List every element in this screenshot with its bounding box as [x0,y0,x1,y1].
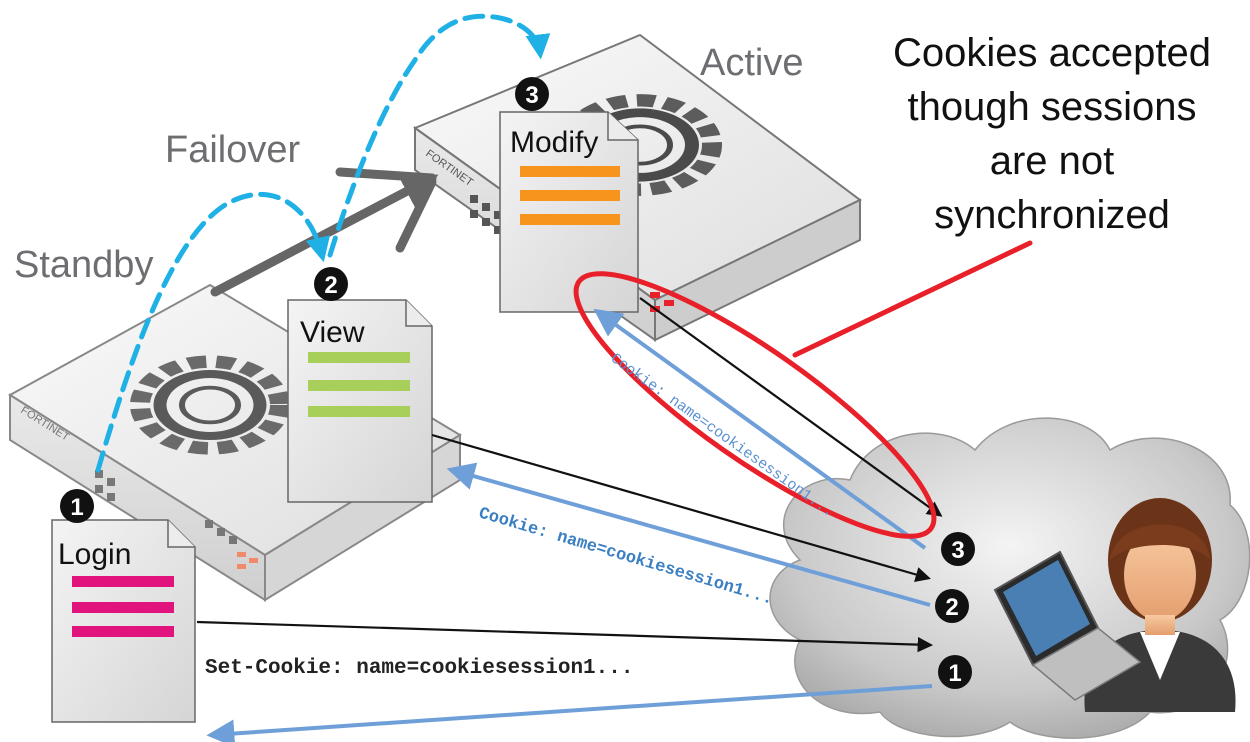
content-line [520,190,620,201]
badge-doc-1: 1 [60,489,94,523]
port-grid [95,470,237,544]
svg-text:Cookies accepted: Cookies accepted [893,31,1211,75]
response-lines [196,297,943,653]
svg-text:2: 2 [324,272,337,299]
svg-text:3: 3 [951,537,964,564]
content-line [308,380,410,391]
svg-text:1: 1 [70,494,83,521]
callout-text: Cookies accepted though sessions are not… [893,31,1211,237]
laptop-icon [993,550,1142,701]
port-grid [470,195,502,234]
failover-label: Failover [165,129,300,171]
svg-text:3: 3 [525,82,538,109]
svg-text:are not: are not [990,139,1115,183]
document-modify [499,111,639,313]
content-line [520,166,620,177]
content-line [72,576,174,587]
badge-doc-3: 3 [515,77,549,111]
content-line [308,406,410,417]
svg-text:1: 1 [948,660,961,687]
highlight-ellipse [573,240,1033,539]
hop-arrows [95,13,551,473]
content-line [72,626,174,637]
content-line [520,214,620,225]
request-arrows [206,308,933,742]
gear-icon [130,355,290,455]
badge-client-3: 3 [941,532,975,566]
svg-text:synchronized: synchronized [934,193,1170,237]
document-view [287,299,433,503]
standby-label: Standby [14,244,153,286]
content-line [308,352,410,363]
fortinet-logo [237,552,258,569]
set-cookie-label: Set-Cookie: name=cookiesession1... [205,657,633,680]
doc-title-modify: Modify [510,126,598,159]
active-label: Active [700,42,803,84]
svg-text:2: 2 [945,594,958,621]
badge-client-2: 2 [935,589,969,623]
svg-text:though sessions: though sessions [907,85,1196,129]
doc-title-login: Login [58,538,131,571]
failover-arrows [210,167,439,297]
badge-client-1: 1 [938,655,972,689]
content-line [72,602,174,613]
doc-title-view: View [300,316,365,349]
badge-doc-2: 2 [314,267,348,301]
document-login [51,519,196,723]
